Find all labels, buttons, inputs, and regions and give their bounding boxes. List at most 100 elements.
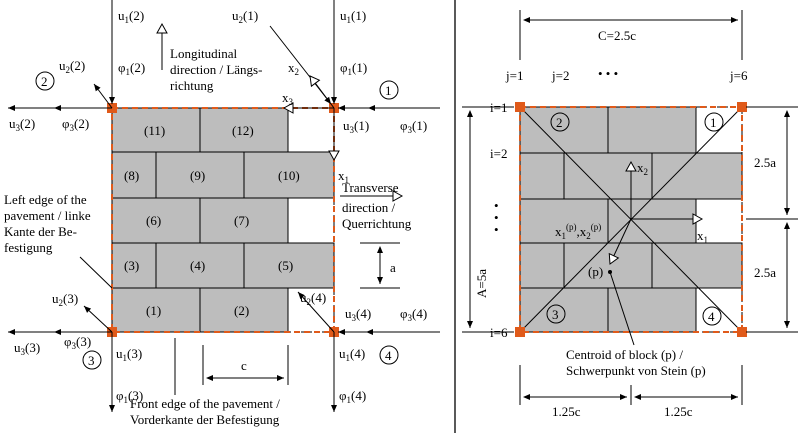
block	[519, 152, 565, 200]
node-2-label: 2	[41, 74, 48, 89]
x2-axis-left	[309, 75, 335, 109]
i-dots-2: •	[494, 210, 499, 225]
node-marker	[515, 327, 525, 337]
u3-4-label: u3(4)	[345, 306, 371, 323]
phi1-2-label: φ1(2)	[118, 60, 145, 77]
corner-3-label: 3	[552, 307, 559, 322]
dim-w1-label: 1.25c	[552, 404, 581, 419]
block-label: (8)	[124, 168, 139, 183]
block	[519, 198, 609, 244]
centroid-arrow	[608, 218, 632, 265]
block-2	[199, 287, 289, 333]
phi3-1-label: φ3(1)	[400, 118, 427, 135]
u3-3-label: u3(3)	[14, 340, 40, 357]
block-label: (2)	[234, 303, 249, 318]
u2-4-label: u2(4)	[300, 290, 326, 307]
longitudinal-label-2: direction / Längs-	[170, 62, 262, 77]
block-7	[199, 197, 289, 244]
block-label: (4)	[190, 258, 205, 273]
dim-A-label: A=5a	[474, 269, 489, 298]
u3-1-label: u3(1)	[343, 118, 369, 135]
label-bg	[752, 152, 786, 172]
x1-label-left: x1	[338, 168, 349, 185]
x1-label-right: x1	[697, 228, 708, 245]
corner-3-circle	[546, 304, 566, 324]
u2-4-arrow	[297, 291, 335, 333]
corner-2-label: 2	[556, 115, 563, 130]
block-4	[155, 242, 245, 289]
node-1-label: 1	[385, 83, 392, 98]
dim-a-label: a	[390, 260, 396, 275]
transverse-label-2: direction /	[342, 200, 395, 215]
block-1	[111, 287, 201, 333]
dim-c-label: c	[241, 358, 247, 373]
x2-label-left: x2	[288, 60, 299, 77]
empty-cell	[287, 197, 335, 244]
dim-C-label: C=2.5c	[598, 28, 636, 43]
centroid-label-1: Centroid of block (p) /	[566, 347, 683, 362]
x3-label-left: x3	[282, 90, 294, 107]
empty-cell	[287, 287, 335, 333]
corner-1-label: 1	[710, 115, 717, 130]
dim-half-2-label: 2.5a	[754, 265, 776, 280]
node-1-circle	[379, 80, 399, 100]
block-label: (11)	[144, 123, 165, 138]
front-edge-label-2: Vorderkante der Befestigung	[130, 412, 280, 427]
j1-label: j=1	[505, 68, 523, 83]
centroid-label-2: Schwerpunkt von Stein (p)	[566, 363, 706, 378]
corner-1-circle	[704, 112, 724, 132]
longitudinal-label-1: Longitudinal	[170, 46, 238, 61]
right-panel: C=2.5c j=1 j=2 • • • j=6 2 1	[462, 10, 798, 419]
left-panel: (11) (12) (8) (9) (10) (6) (7) (3) (4) (…	[4, 0, 440, 427]
block-label: (12)	[232, 123, 254, 138]
corner-4-label: 4	[708, 309, 715, 324]
node-3-circle	[82, 350, 102, 370]
block	[607, 287, 697, 333]
centroid-leader	[609, 271, 635, 346]
block-10	[243, 151, 335, 199]
pavement-boundary	[111, 107, 335, 333]
i2-label: i=2	[490, 146, 507, 161]
i-dots-3: •	[494, 222, 499, 237]
left-edge-leader	[79, 256, 113, 289]
node-marker	[737, 102, 747, 112]
left-edge-label-4: festigung	[4, 240, 53, 255]
block	[607, 106, 697, 154]
centroid-p-label: (p)	[588, 264, 603, 279]
block-12	[199, 107, 289, 153]
u1-1-label: u1(1)	[340, 8, 366, 25]
u2-3-label: u2(3)	[52, 291, 78, 308]
left-edge-label-2: pavement / linke	[4, 208, 91, 223]
phi3-3-label: φ3(3)	[64, 334, 91, 351]
u3-2-label: u3(2)	[9, 116, 35, 133]
block-label: (5)	[278, 258, 293, 273]
node-3-label: 3	[88, 353, 95, 368]
node-2-circle	[35, 71, 55, 91]
u1-2-label: u1(2)	[118, 8, 144, 25]
block-6	[111, 197, 201, 244]
left-edge-label-3: Kante der Be-	[4, 224, 77, 239]
u2-2-arrow	[93, 83, 113, 109]
pavement-boundary-right	[519, 106, 743, 333]
block-label: (6)	[146, 213, 161, 228]
block-label: (1)	[146, 303, 161, 318]
block	[563, 242, 653, 289]
block	[651, 242, 743, 289]
u2-2-label: u2(2)	[59, 58, 85, 75]
corner-2-circle	[550, 112, 570, 132]
block-label: (7)	[234, 213, 249, 228]
block	[607, 198, 697, 244]
phi1-3-label: φ1(3)	[116, 388, 143, 405]
u1-4-label: u1(4)	[339, 346, 365, 363]
transverse-label-1: Transverse	[342, 180, 399, 195]
front-edge-label-1: Front edge of the pavement /	[130, 396, 280, 411]
block-5	[243, 242, 335, 289]
j-dots: • • •	[598, 66, 618, 81]
block	[651, 152, 743, 200]
u2-3-arrow	[83, 305, 113, 333]
block-label: (9)	[190, 168, 205, 183]
empty-cell	[287, 107, 335, 153]
phi1-4-label: φ1(4)	[339, 388, 366, 405]
